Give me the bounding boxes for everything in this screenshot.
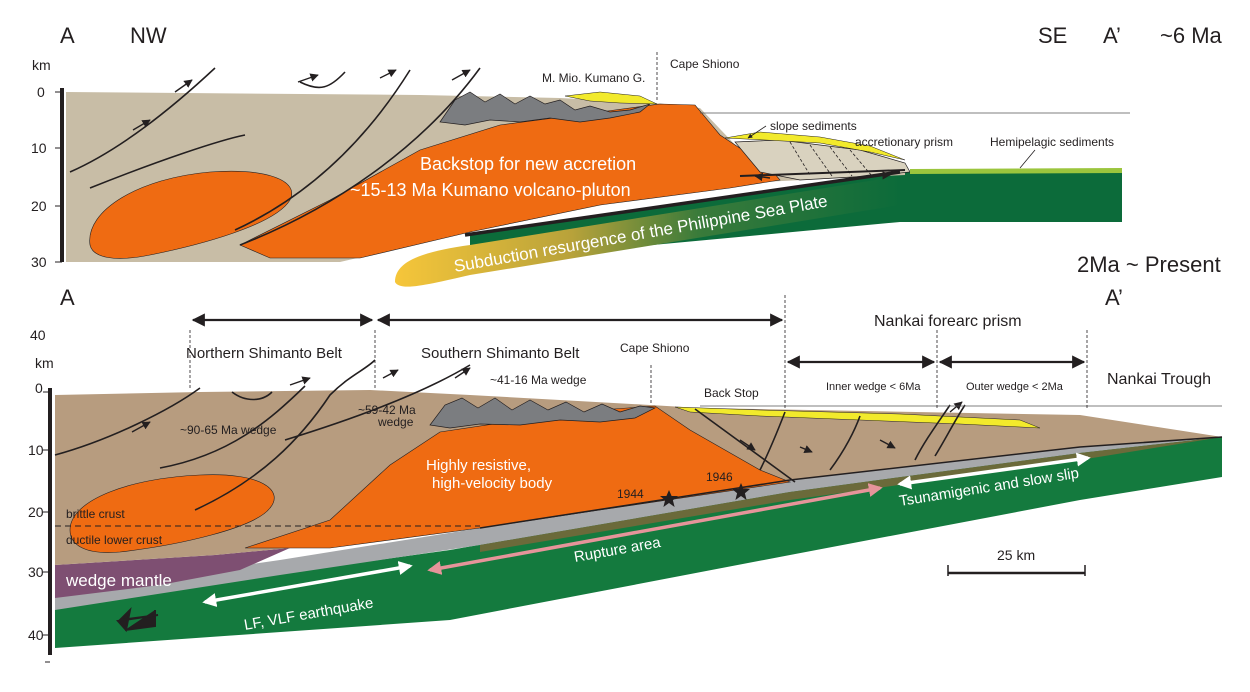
bottom-panel: 25 km 40 km 0 10 20 30 40 A A’ 2Ma ~ Pre…	[28, 252, 1223, 663]
accretionary-prism-label: accretionary prism	[855, 135, 953, 149]
fault-arrows-bottom	[131, 367, 963, 453]
rupture-area-arrow	[427, 483, 883, 575]
depth-tick-b30: 30	[28, 564, 44, 580]
top-panel: km 0 10 20 30 A NW SE A’ ~6 Ma M. Mio. K…	[31, 23, 1223, 287]
lf-vlf-arrow	[202, 561, 413, 607]
km-label-bottom: km	[35, 355, 54, 371]
resistive-lens-left	[69, 474, 275, 553]
slope-sediments-leader	[747, 125, 767, 139]
depth-tick-b20: 20	[28, 504, 44, 520]
depth-tick-b10: 10	[28, 442, 44, 458]
section-markers-bottom	[189, 295, 1088, 410]
direction-se: SE	[1038, 23, 1067, 48]
cape-shiono-label-top: Cape Shiono	[670, 57, 740, 71]
depth-tick-20: 20	[31, 198, 47, 214]
eq-1946-label: 1946	[706, 470, 733, 484]
depth-tick-b0: 0	[35, 380, 43, 396]
wedge-41-16-label: ~41-16 Ma wedge	[490, 373, 587, 387]
depth-tick-30: 30	[31, 254, 47, 270]
hemipelagic-leader	[1019, 149, 1036, 169]
depth-ticks-bottom	[43, 391, 50, 663]
prism-yellow-sediment	[674, 406, 1041, 429]
wedge-59-42-label-line1: ~59-42 Ma	[358, 403, 416, 417]
subduction-interface-top	[464, 170, 901, 237]
northern-belt-label: Northern Shimanto Belt	[186, 345, 343, 362]
nankai-prism-label: Nankai forearc prism	[874, 313, 1022, 330]
plate-motion-arrow	[116, 606, 159, 633]
depth-tick-0: 0	[37, 84, 45, 100]
age-label-bottom: 2Ma ~ Present	[1077, 252, 1221, 277]
resistive-label-line2: high-velocity body	[432, 475, 553, 492]
hemipelagic-label: Hemipelagic sediments	[990, 135, 1114, 149]
age-label-top: ~6 Ma	[1160, 23, 1223, 48]
eq-1944-label: 1944	[617, 487, 644, 501]
backstop-label-line2: ~15-13 Ma Kumano volcano-pluton	[350, 180, 631, 200]
gray-folded-strata-bottom	[429, 397, 657, 429]
slope-sediment-yellow	[724, 131, 906, 161]
wedge-mantle-body	[55, 548, 290, 598]
subduction-band	[395, 176, 900, 287]
gray-folded-strata-top	[439, 91, 651, 126]
depth-tick-b40: 40	[28, 627, 44, 643]
inner-wedge-label: Inner wedge < 6Ma	[826, 381, 921, 393]
section-start-label-bottom: A	[60, 285, 75, 310]
hemipelagic-layer	[910, 168, 1122, 174]
fault-arrows-top	[132, 69, 891, 182]
section-end-label-top: A’	[1103, 23, 1121, 48]
backstop-label-line1: Backstop for new accretion	[420, 154, 636, 174]
belt-range-arrows	[191, 313, 1086, 369]
outer-wedge-label: Outer wedge < 2Ma	[966, 381, 1064, 393]
southern-belt-label: Southern Shimanto Belt	[421, 345, 580, 362]
scale-bar	[947, 565, 1086, 576]
scale-bar-label: 25 km	[997, 547, 1035, 563]
faults-top	[69, 67, 481, 246]
tsunamigenic-arrow	[897, 452, 1091, 490]
faults-bottom	[54, 359, 471, 511]
brittle-crust-label: brittle crust	[66, 507, 125, 521]
kumano-group-label: M. Mio. Kumano G.	[542, 71, 645, 85]
depth-tick-top-40: 40	[30, 327, 46, 343]
wedge-59-42-label-line2: wedge	[377, 415, 414, 429]
kumano-group-yellow	[564, 91, 658, 105]
depth-tick-10: 10	[31, 140, 47, 156]
decollement-top	[739, 169, 906, 177]
ductile-crust-label: ductile lower crust	[66, 533, 163, 547]
section-start-label-top: A	[60, 23, 75, 48]
wedge-mantle-label: wedge mantle	[65, 571, 172, 590]
direction-nw: NW	[130, 23, 167, 48]
resistive-label-line1: Highly resistive,	[426, 457, 531, 474]
km-label-top: km	[32, 57, 51, 73]
back-stop-label: Back Stop	[704, 386, 759, 400]
section-end-label-bottom: A’	[1105, 285, 1123, 310]
nankai-trough-label: Nankai Trough	[1107, 371, 1211, 388]
slope-sediments-label: slope sediments	[770, 119, 857, 133]
wedge-90-65-label: ~90-65 Ma wedge	[180, 423, 277, 437]
cape-shiono-label-bottom: Cape Shiono	[620, 341, 690, 355]
depth-ticks-top	[55, 91, 62, 263]
